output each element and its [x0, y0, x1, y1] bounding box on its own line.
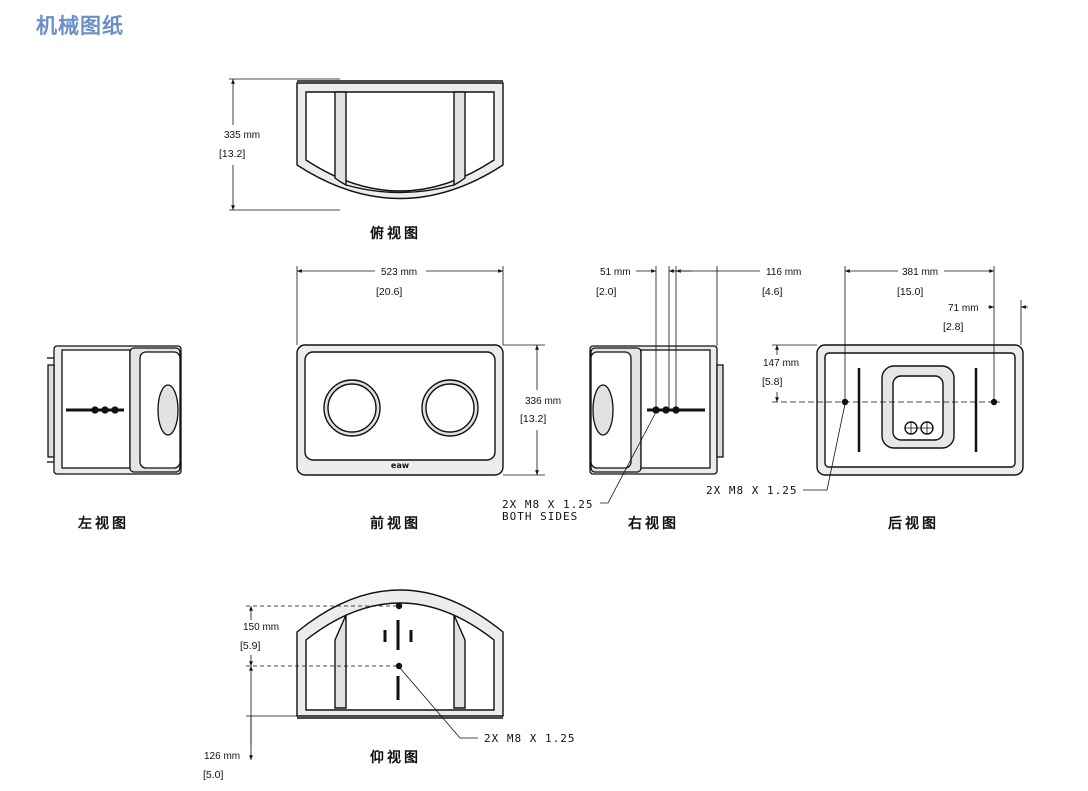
rear-height-mm: 147 mm	[763, 358, 799, 369]
right-view-body	[589, 345, 724, 475]
right-note-line1: 2X M8 X 1.25	[502, 498, 593, 511]
top-height-in: [13.2]	[219, 148, 245, 160]
top-view: 335 mm [13.2] 俯视图	[219, 78, 504, 242]
rear-width-in: [15.0]	[897, 286, 923, 298]
front-width-mm: 523 mm	[381, 267, 417, 278]
view-label-front: 前视图	[370, 515, 421, 532]
bottom-note: 2X M8 X 1.25	[484, 732, 575, 745]
bottom-b-mm: 126 mm	[204, 751, 240, 762]
top-view-body	[296, 80, 504, 200]
view-label-left: 左视图	[77, 515, 129, 532]
right-dimensions	[636, 266, 760, 410]
rear-note: 2X M8 X 1.25	[706, 484, 797, 497]
right-note-line2: BOTH SIDES	[502, 510, 578, 523]
top-height-dimension	[229, 78, 340, 211]
rear-offset-mm: 71 mm	[948, 303, 979, 314]
page-title: 机械图纸	[36, 14, 124, 38]
front-width-dimension	[296, 266, 504, 345]
bottom-note-leader	[399, 667, 478, 739]
rear-width-mm: 381 mm	[902, 267, 938, 278]
right-note-leader	[600, 411, 657, 504]
bottom-b-in: [5.0]	[203, 769, 224, 781]
bottom-a-mm: 150 mm	[243, 622, 279, 633]
rear-note-leader	[803, 403, 846, 491]
right-b-mm: 116 mm	[766, 267, 801, 278]
bottom-a-in: [5.9]	[240, 640, 261, 652]
bottom-dimensions	[246, 605, 400, 760]
bottom-view-body	[296, 589, 504, 719]
rear-view-body	[772, 344, 1024, 476]
top-height-mm: 335 mm	[224, 130, 260, 141]
front-height-mm: 336 mm	[525, 396, 561, 407]
bottom-view: 150 mm [5.9] 126 mm [5.0] 2X M8 X 1.25 仰…	[203, 589, 575, 781]
front-width-in: [20.6]	[376, 286, 402, 298]
front-view: eaw 523 mm [20.6] 336 mm [13.2] 前视图	[296, 266, 561, 532]
front-logo: eaw	[391, 461, 410, 470]
rear-height-in: [5.8]	[762, 376, 783, 388]
right-a-mm: 51 mm	[600, 267, 631, 278]
rear-view: 381 mm [15.0] 71 mm [2.8] 147 mm [5.8] 2…	[706, 266, 1028, 532]
front-height-dimension	[503, 344, 545, 476]
rear-offset-in: [2.8]	[943, 321, 964, 333]
left-view: 左视图	[47, 345, 182, 532]
view-label-top: 俯视图	[370, 225, 421, 242]
front-view-body	[296, 344, 504, 476]
view-label-bottom: 仰视图	[370, 749, 421, 766]
right-b-in: [4.6]	[762, 286, 783, 298]
rear-dimensions	[772, 266, 1028, 402]
right-a-in: [2.0]	[596, 286, 617, 298]
right-view: 51 mm [2.0] 116 mm [4.6] 2X M8 X 1.25 BO…	[502, 266, 801, 532]
view-label-rear: 后视图	[888, 515, 939, 532]
left-view-body	[47, 345, 182, 475]
view-label-right: 右视图	[627, 515, 679, 532]
front-height-in: [13.2]	[520, 413, 546, 425]
